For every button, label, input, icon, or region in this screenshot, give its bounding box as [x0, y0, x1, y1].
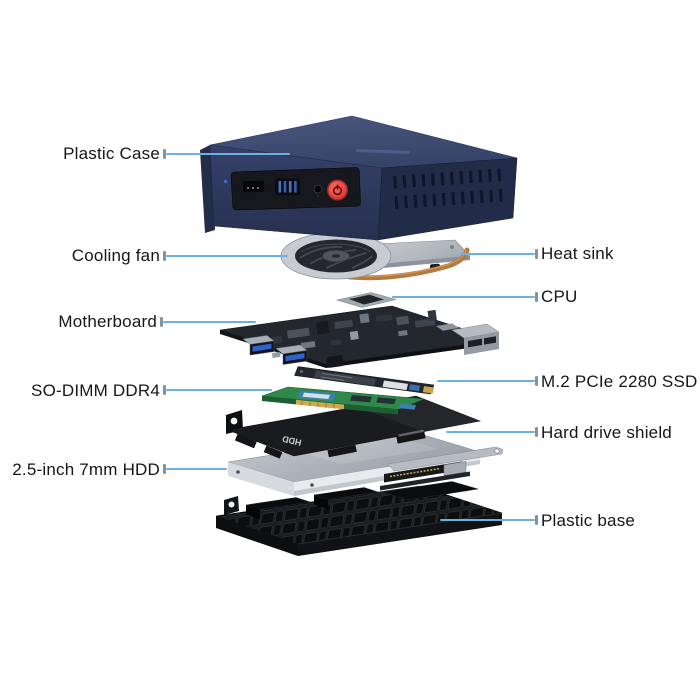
copper-heat-pipe	[329, 247, 470, 281]
case-right-face	[377, 157, 518, 241]
label-hard-drive-shield-text: Hard drive shield	[541, 423, 672, 442]
leader-tick-cpu	[535, 292, 538, 302]
label-m2-ssd: M.2 PCIe 2280 SSD	[541, 372, 697, 392]
usb3-port	[242, 335, 275, 356]
hdd-caddy-rails	[380, 446, 504, 491]
sata-connector	[384, 461, 462, 483]
leader-line-so-dimm	[166, 389, 272, 391]
front-port-slots	[275, 178, 300, 196]
leader-tick-hard-drive-shield	[535, 427, 538, 437]
cpu-illustration	[335, 292, 397, 308]
label-plastic-case: Plastic Case	[63, 144, 160, 164]
label-hdd: 2.5-inch 7mm HDD	[12, 460, 160, 480]
front-usb-port	[242, 180, 265, 193]
leader-line-cpu	[392, 296, 535, 298]
leader-line-plastic-base	[440, 519, 535, 521]
label-cpu-text: CPU	[541, 287, 578, 306]
leader-tick-plastic-base	[535, 515, 538, 525]
label-heat-sink-text: Heat sink	[541, 244, 614, 263]
label-motherboard-text: Motherboard	[58, 312, 157, 331]
label-plastic-base: Plastic base	[541, 511, 635, 531]
leader-line-cooling-fan	[166, 255, 288, 257]
vent-slats	[393, 168, 503, 209]
base-standoff	[313, 487, 379, 500]
plastic-case-illustration	[200, 115, 518, 241]
leader-tick-heat-sink	[535, 249, 538, 259]
leader-line-hdd	[166, 468, 227, 470]
label-m2-ssd-text: M.2 PCIe 2280 SSD	[541, 372, 698, 391]
label-motherboard: Motherboard	[58, 312, 157, 332]
hdd-screw	[236, 470, 240, 474]
leader-line-heat-sink	[460, 253, 535, 255]
shield-hdd-marking: HDD	[281, 434, 303, 448]
leader-line-m2-ssd	[437, 380, 535, 382]
label-cooling-fan-text: Cooling fan	[71, 246, 160, 265]
label-hard-drive-shield: Hard drive shield	[541, 423, 672, 443]
plastic-base-illustration	[215, 481, 503, 556]
label-plastic-case-text: Plastic Case	[63, 144, 160, 163]
cooling-fan-illustration	[280, 232, 392, 280]
m2-ssd-illustration	[294, 366, 435, 395]
label-hdd-text: 2.5-inch 7mm HDD	[12, 460, 160, 479]
leader-tick-motherboard	[160, 317, 163, 327]
usb3-port	[275, 344, 308, 365]
leader-line-motherboard	[163, 321, 256, 323]
leader-line-plastic-case	[166, 153, 290, 155]
leader-tick-plastic-case	[163, 149, 166, 159]
base-waffle-texture	[216, 486, 502, 544]
leader-tick-cooling-fan	[163, 251, 166, 261]
so-dimm-illustration	[261, 386, 425, 415]
leader-tick-so-dimm	[163, 385, 166, 395]
label-cpu: CPU	[541, 287, 578, 307]
base-screw-hole	[228, 501, 235, 508]
power-led	[223, 179, 228, 184]
label-heat-sink: Heat sink	[541, 244, 614, 264]
label-so-dimm: SO-DIMM DDR4	[31, 381, 160, 401]
power-button	[327, 179, 348, 201]
label-cooling-fan: Cooling fan	[72, 246, 160, 266]
motherboard-illustration	[219, 305, 500, 368]
base-hdd-bracket	[381, 481, 479, 501]
hdd-screw	[310, 483, 314, 487]
ssd-label	[314, 370, 376, 386]
leader-line-hard-drive-shield	[446, 431, 535, 433]
leader-tick-hdd	[163, 464, 166, 474]
headphone-jack	[313, 184, 323, 198]
label-plastic-base-text: Plastic base	[541, 511, 636, 530]
leader-tick-m2-ssd	[535, 376, 538, 386]
ssd-gold-fingers	[422, 386, 434, 394]
dimm-gold-pins	[296, 399, 344, 410]
label-so-dimm-text: SO-DIMM DDR4	[31, 381, 160, 400]
